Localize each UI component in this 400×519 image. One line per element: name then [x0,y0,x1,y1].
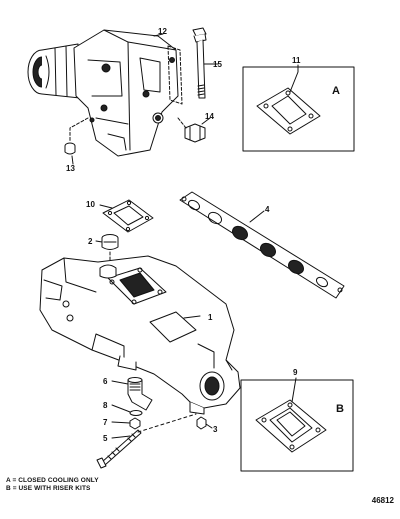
part-6-elbow-fitting [127,377,153,411]
dashed-frame [167,45,183,105]
part-4-gasket-strip [179,191,345,299]
callout-15: 15 [213,60,222,69]
callout-2: 2 [88,237,93,246]
callout-10: 10 [86,200,95,209]
part-10-gasket [102,199,154,233]
detail-box-a-label: A [332,85,340,97]
detail-box-b-label: B [336,403,344,415]
part-11-gasket [256,87,321,135]
detail-box-b [240,379,354,472]
callout-11: 11 [292,56,301,65]
leader-dashed-14 [177,117,187,129]
part-5-stud [96,429,142,469]
figure-number: 46812 [371,496,394,505]
part-8-o-ring [129,410,143,416]
part-13-cap [64,142,76,155]
legend-riser-kits: B = USE WITH RISER KITS [6,485,91,492]
callout-6: 6 [103,377,108,386]
leader-lines [71,33,299,439]
callout-4: 4 [265,205,270,214]
callout-5: 5 [103,434,108,443]
part-3-plug [196,416,207,430]
part-15-bolt [192,27,207,99]
callout-12: 12 [158,27,167,36]
callout-1: 1 [208,313,213,322]
leader-dashed-13 [69,117,89,143]
part-9-gasket [255,399,327,453]
part-7-nut [129,417,141,430]
part-2-plug [101,234,119,250]
callout-3: 3 [213,425,218,434]
callout-7: 7 [103,418,108,427]
callout-13: 13 [66,164,75,173]
callout-14: 14 [205,112,214,121]
callout-9: 9 [293,368,298,377]
part-14-plug [184,123,206,143]
part-12-elbow-assembly [27,29,179,157]
part-1-exhaust-manifold [39,255,241,415]
legend-closed-cooling: A = CLOSED COOLING ONLY [6,477,99,484]
leader-dashed-5 [137,413,197,433]
callout-8: 8 [103,401,108,410]
